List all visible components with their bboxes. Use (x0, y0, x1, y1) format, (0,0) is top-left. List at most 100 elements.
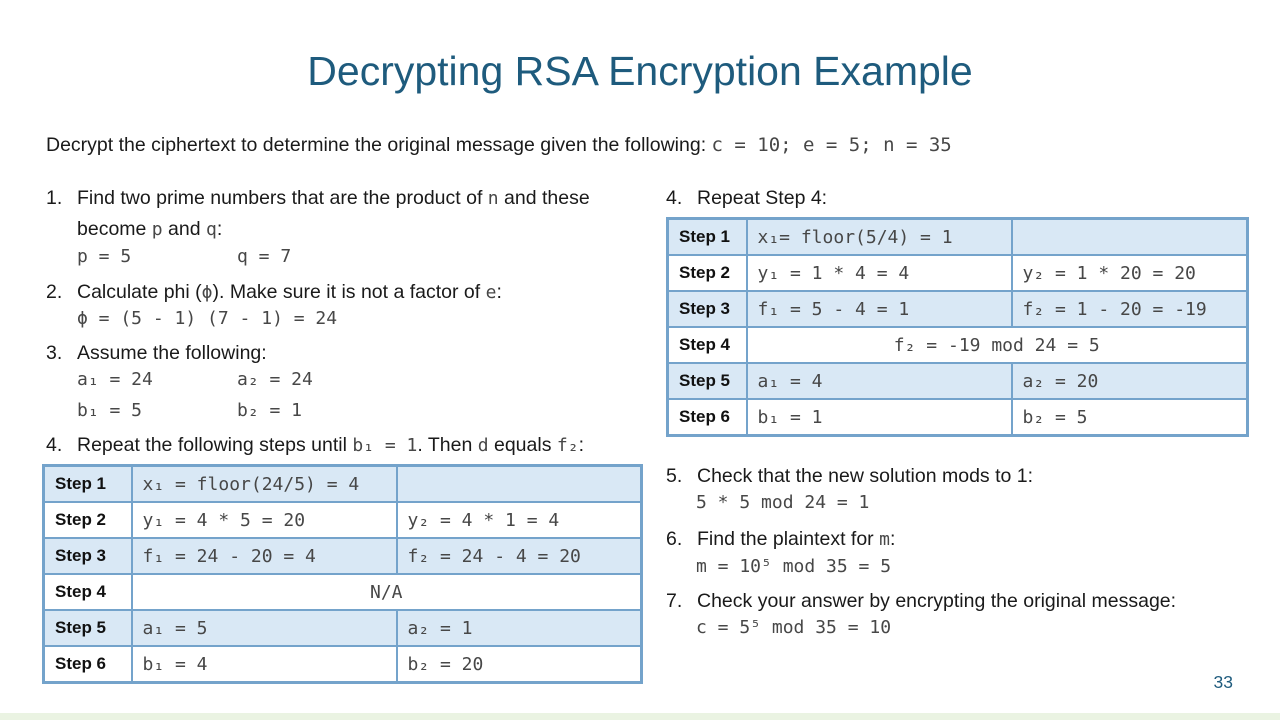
formula-text: f₁ = 24 - 20 = 4 (142, 545, 316, 567)
formula-text: b₁ = 4 (142, 653, 208, 675)
formula-cell-2: f₂ = 1 - 20 = -19 (1010, 290, 1249, 328)
formula-text: b₁ = 1 (757, 406, 823, 428)
formula-cell-2 (1010, 217, 1249, 256)
item-2-text: Calculate phi (ϕ). Make sure it is not a… (77, 277, 502, 308)
step-label-cell: Step 4 (666, 326, 748, 364)
code-line-6: m = 10⁵ mod 35 = 5 (696, 556, 891, 577)
formula-text: f₂ = -19 mod 24 = 5 (893, 334, 1100, 356)
step-label-cell: Step 5 (666, 362, 748, 400)
code-line-pq: p = 5 q = 7 (77, 246, 291, 267)
formula-cell-2: a₂ = 1 (395, 609, 643, 647)
formula-cell-1: a₁ = 4 (745, 362, 1013, 400)
step-label-cell: Step 1 (42, 464, 133, 503)
text-run: Repeat the following steps until (77, 434, 353, 456)
code-phi: ϕ = (5 - 1) (7 - 1) = 24 (77, 308, 338, 329)
item-4-text: Repeat the following steps until b₁ = 1.… (77, 430, 584, 461)
text-run: : (496, 281, 502, 303)
code-line-5: 5 * 5 mod 24 = 1 (696, 492, 869, 513)
formula-text: f₁ = 5 - 4 = 1 (757, 298, 910, 320)
code-q: q = 7 (237, 246, 292, 267)
list-item-4-left: 4. Repeat the following steps until b₁ =… (46, 430, 584, 461)
intro-code: c = 10; e = 5; n = 35 (711, 134, 952, 156)
formula-cell-1: b₁ = 4 (130, 645, 398, 684)
formula-text: x₁ = floor(24/5) = 4 (142, 473, 360, 495)
text-run: and these become (77, 187, 590, 240)
text-run: . Then (417, 434, 478, 456)
formula-cell-2: b₂ = 20 (395, 645, 643, 684)
item-6-number: 6. (666, 528, 683, 550)
formula-text: f₂ = 1 - 20 = -19 (1022, 298, 1207, 320)
code-run: q (206, 219, 217, 240)
formula-cell-2: a₂ = 20 (1010, 362, 1249, 400)
formula-cell-2: y₂ = 1 * 20 = 20 (1010, 254, 1249, 292)
item-4r-number: 4. (666, 187, 683, 209)
code-run: p (151, 219, 163, 240)
table-row-step4: Step 4 N/A (42, 573, 643, 611)
code-a2: a₂ = 24 (237, 369, 313, 390)
formula-text: y₂ = 1 * 20 = 20 (1022, 262, 1196, 284)
item-7-number: 7. (666, 590, 683, 612)
item-2-number: 2. (46, 281, 63, 303)
step-label-cell: Step 6 (42, 645, 133, 684)
item-1-number: 1. (46, 187, 63, 209)
table-row-step1: Step 1 x₁ = floor(24/5) = 4 (42, 464, 643, 503)
formula-text: y₁ = 4 * 5 = 20 (142, 509, 306, 531)
code-run: n (487, 188, 499, 209)
item-6-text: Find the plaintext for m: (697, 524, 895, 555)
table-row-step1: Step 1 x₁= floor(5/4) = 1 (666, 217, 1249, 256)
list-item-1: 1. Find two prime numbers that are the p… (46, 183, 635, 245)
code-run: d (477, 435, 489, 456)
item-5-text: Check that the new solution mods to 1: (697, 465, 1034, 487)
item-7-text: Check your answer by encrypting the orig… (697, 590, 1177, 612)
step-table-right-grid: Step 1 x₁= floor(5/4) = 1 Step 2 y₁ = 1 … (666, 217, 1249, 437)
code-run: m (879, 529, 890, 550)
formula-cell-2: y₂ = 4 * 1 = 4 (395, 501, 643, 539)
step-label-cell: Step 3 (42, 537, 133, 575)
list-item-3: 3. Assume the following: (46, 338, 267, 368)
item-3-number: 3. (46, 342, 63, 364)
code-run: e (485, 282, 497, 303)
formula-text: y₁ = 1 * 4 = 4 (757, 262, 910, 284)
formula-cell-2: f₂ = 24 - 4 = 20 (395, 537, 643, 575)
formula-cell-1: f₁ = 5 - 4 = 1 (745, 290, 1013, 328)
table-row-step3: Step 3 f₁ = 5 - 4 = 1 f₂ = 1 - 20 = -19 (666, 290, 1249, 328)
text-run: : (578, 434, 584, 456)
table-row-step3: Step 3 f₁ = 24 - 20 = 4 f₂ = 24 - 4 = 20 (42, 537, 643, 575)
code-b1: b₁ = 5 (77, 400, 143, 421)
text-run: ). Make sure it is not a factor of (212, 281, 486, 303)
text-run: Calculate phi ( (77, 281, 202, 303)
formula-text: a₁ = 5 (142, 617, 208, 639)
formula-text: a₂ = 1 (407, 617, 473, 639)
step-table-left: Step 1 x₁ = floor(24/5) = 4 Step 2 y₁ = … (42, 464, 643, 684)
table-row-step6: Step 6 b₁ = 4 b₂ = 20 (42, 645, 643, 684)
step-label-cell: Step 3 (666, 290, 748, 328)
formula-span-cell: N/A (130, 573, 643, 611)
list-item-5: 5. Check that the new solution mods to 1… (666, 461, 1033, 491)
formula-cell-2 (395, 464, 643, 503)
code-7: c = 5⁵ mod 35 = 10 (696, 617, 892, 638)
formula-text: f₂ = 24 - 4 = 20 (407, 545, 581, 567)
formula-cell-2: b₂ = 5 (1010, 398, 1249, 437)
text-run: Find the plaintext for (697, 528, 880, 550)
step-label-cell: Step 5 (42, 609, 133, 647)
list-item-4-right: 4. Repeat Step 4: (666, 183, 827, 213)
list-item-2: 2. Calculate phi (ϕ). Make sure it is no… (46, 277, 502, 308)
table-row-step2: Step 2 y₁ = 1 * 4 = 4 y₂ = 1 * 20 = 20 (666, 254, 1249, 292)
formula-cell-1: a₁ = 5 (130, 609, 398, 647)
table-row-step5: Step 5 a₁ = 5 a₂ = 1 (42, 609, 643, 647)
item-3-text: Assume the following: (77, 342, 267, 364)
text-run: Find two prime numbers that are the prod… (77, 187, 488, 209)
formula-text: b₂ = 20 (407, 653, 484, 675)
list-item-7: 7. Check your answer by encrypting the o… (666, 586, 1176, 616)
formula-cell-1: f₁ = 24 - 20 = 4 (130, 537, 398, 575)
code-p: p = 5 (77, 246, 132, 267)
intro-text: Decrypt the ciphertext to determine the … (46, 134, 712, 156)
step-table-right: Step 1 x₁= floor(5/4) = 1 Step 2 y₁ = 1 … (666, 217, 1249, 437)
formula-text: a₂ = 20 (1022, 370, 1099, 392)
step-label-cell: Step 4 (42, 573, 133, 611)
formula-text: y₂ = 4 * 1 = 4 (407, 509, 560, 531)
text-run: : (216, 218, 223, 240)
step-label-cell: Step 1 (666, 217, 748, 256)
